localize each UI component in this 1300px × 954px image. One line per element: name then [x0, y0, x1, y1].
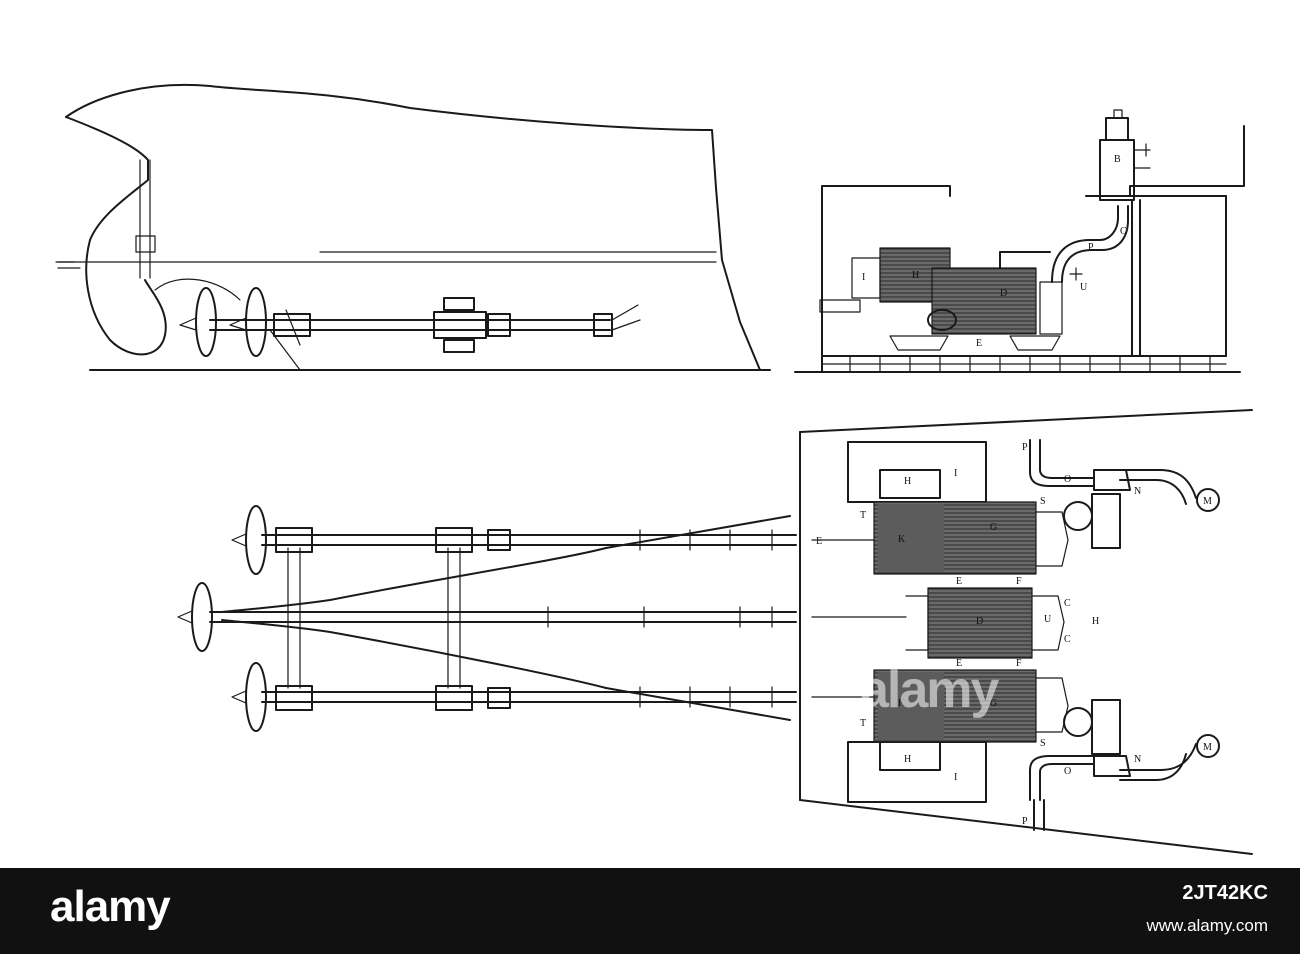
- label-u-plan: U: [1044, 614, 1052, 625]
- label-i-lower: I: [954, 772, 957, 783]
- label-c-lower: C: [1064, 634, 1071, 645]
- label-e-upper: E: [956, 576, 962, 587]
- label-k-lower: K: [898, 698, 906, 709]
- label-b: B: [1114, 154, 1121, 165]
- label-o-lower: O: [1064, 766, 1071, 777]
- alamy-logo: alamy: [50, 882, 171, 931]
- engine-room-section: B C P H I D E U: [794, 109, 1245, 373]
- drawing-canvas: B C P H I D E U: [55, 83, 1253, 855]
- shaft-plan-view: [177, 505, 797, 732]
- label-t-upper: T: [860, 510, 866, 521]
- label-h-upper: H: [904, 476, 911, 487]
- label-u: U: [1080, 282, 1088, 293]
- label-c: C: [1120, 226, 1127, 237]
- label-d-plan: D: [976, 616, 983, 627]
- label-e: E: [976, 338, 982, 349]
- label-s-upper: S: [1040, 496, 1046, 507]
- label-n-upper: N: [1134, 486, 1141, 497]
- label-t-lower: T: [860, 718, 866, 729]
- label-f-upper: F: [1016, 576, 1022, 587]
- image-id: 2JT42KC: [1182, 882, 1268, 904]
- label-c-upper: C: [1064, 598, 1071, 609]
- label-p-upper: P: [1022, 442, 1028, 453]
- hull-side-elevation: [55, 83, 771, 371]
- label-f-lower: F: [1016, 658, 1022, 669]
- engineering-drawing: B C P H I D E U: [55, 83, 1253, 855]
- label-s-lower: S: [1040, 738, 1046, 749]
- engine-room-plan: P O N M H I S T K G E F D U C C H E F K …: [799, 409, 1253, 855]
- label-m-lower: M: [1203, 742, 1212, 753]
- label-p: P: [1088, 242, 1094, 253]
- label-h-lower: H: [904, 754, 911, 765]
- label-e-shaft: E: [816, 536, 822, 547]
- label-k-upper: K: [898, 534, 906, 545]
- stock-footer-bar: alamy 2JT42KC www.alamy.com: [0, 868, 1300, 954]
- label-p-lower: P: [1022, 816, 1028, 827]
- label-g-lower: G: [990, 698, 997, 709]
- label-e-lower: E: [956, 658, 962, 669]
- label-h-plan: H: [1092, 616, 1099, 627]
- label-d: D: [1000, 288, 1007, 299]
- label-n-lower: N: [1134, 754, 1141, 765]
- label-i-upper: I: [954, 468, 957, 479]
- label-i: I: [862, 272, 865, 283]
- site-url[interactable]: www.alamy.com: [1146, 916, 1268, 935]
- label-o-upper: O: [1064, 474, 1071, 485]
- label-h: H: [912, 270, 919, 281]
- label-m-upper: M: [1203, 496, 1212, 507]
- label-g-upper: G: [990, 522, 997, 533]
